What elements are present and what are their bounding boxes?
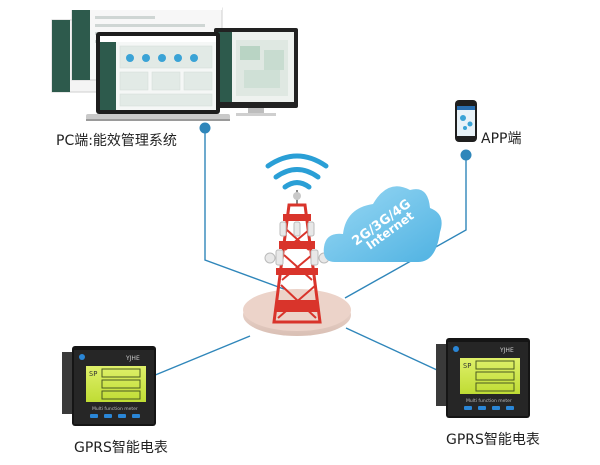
app-label: APP端 [481,131,522,147]
meter-left-label: GPRS智能电表 [74,440,168,456]
meter-caption-right: Multi function meter [466,398,512,404]
phone-icon [455,100,477,142]
meter-icon-left: YJHE SP Multi function meter [62,346,156,426]
meter-caption-left: Multi function meter [92,406,138,412]
link-meter-left [147,335,251,379]
laptop-icon [86,32,230,121]
link-pc [204,128,293,293]
wifi-icon [265,153,329,190]
meter-tag-left: SP [89,370,97,378]
link-meter-right [345,327,438,371]
link-app [344,155,467,299]
meter-right-label: GPRS智能电表 [446,432,540,448]
cloud-icon: 2G/3G/4G Internet [323,186,442,262]
meter-icon-right: YJHE SP Multi function meter [436,338,530,418]
app-node-dot [460,149,472,161]
pc-node-dot [199,122,211,134]
connection-lines [147,128,467,379]
tower-icon [264,190,330,324]
meter-brand-right: YJHE [499,347,514,354]
meter-tag-right: SP [463,362,471,370]
meter-brand-left: YJHE [125,355,140,362]
pc-label: PC端:能效管理系统 [56,133,177,149]
